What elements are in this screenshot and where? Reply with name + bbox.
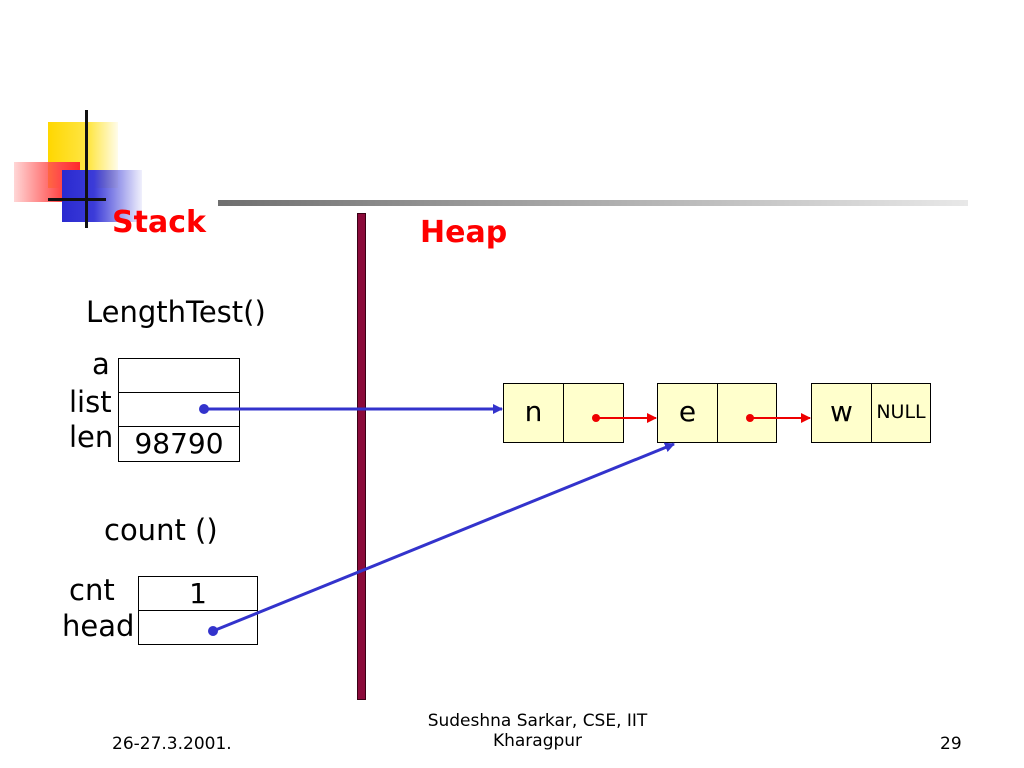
frame-lengthtest-label: LengthTest() (86, 295, 266, 329)
heap-node-3-value-text: w (830, 395, 853, 428)
node-1-next-dot (592, 414, 600, 422)
stack-title: Stack (112, 205, 206, 240)
var-label-a: a (92, 347, 110, 381)
heap-node-2-next (717, 383, 777, 443)
footer-institution: Kharagpur (492, 731, 583, 752)
heap-node-1-value-text: n (524, 395, 543, 428)
stack-heap-divider (357, 213, 366, 700)
footer-date: 26-27.3.2001. (112, 734, 232, 754)
var-label-len: len (69, 420, 114, 454)
head-pointer-dot (208, 626, 218, 636)
heap-node-3-next: NULL (871, 383, 931, 443)
var-label-list: list (69, 385, 112, 419)
heap-node-1-next (563, 383, 624, 443)
heap-title: Heap (420, 215, 508, 250)
list-pointer-dot (199, 404, 209, 414)
var-cell-a (118, 358, 240, 393)
null-label: NULL (876, 401, 926, 423)
heap-node-2-value-text: e (678, 395, 697, 428)
logo-blue-square (62, 170, 142, 222)
heap-node-1-value: n (503, 383, 564, 443)
var-cell-cnt: 1 (138, 576, 258, 611)
page-number: 29 (940, 734, 962, 754)
logo-vertical-line (85, 110, 88, 228)
footer-author-block: Sudeshna Sarkar, CSE, IIT Kharagpur (400, 711, 675, 752)
footer-author: Sudeshna Sarkar, CSE, IIT (427, 711, 648, 731)
node-2-next-dot (746, 414, 754, 422)
logo-horizontal-line (48, 198, 106, 201)
heap-node-3-value: w (811, 383, 872, 443)
frame-count-label: count () (104, 513, 218, 547)
var-cell-len: 98790 (118, 426, 240, 462)
header-rule (218, 200, 968, 206)
var-label-head: head (62, 609, 135, 643)
heap-node-2-value: e (657, 383, 718, 443)
head-to-node-2-arrow (212, 442, 675, 633)
var-label-cnt: cnt (69, 573, 115, 607)
cnt-value: 1 (189, 577, 207, 610)
len-value: 98790 (134, 427, 224, 460)
var-cell-head (138, 610, 258, 645)
